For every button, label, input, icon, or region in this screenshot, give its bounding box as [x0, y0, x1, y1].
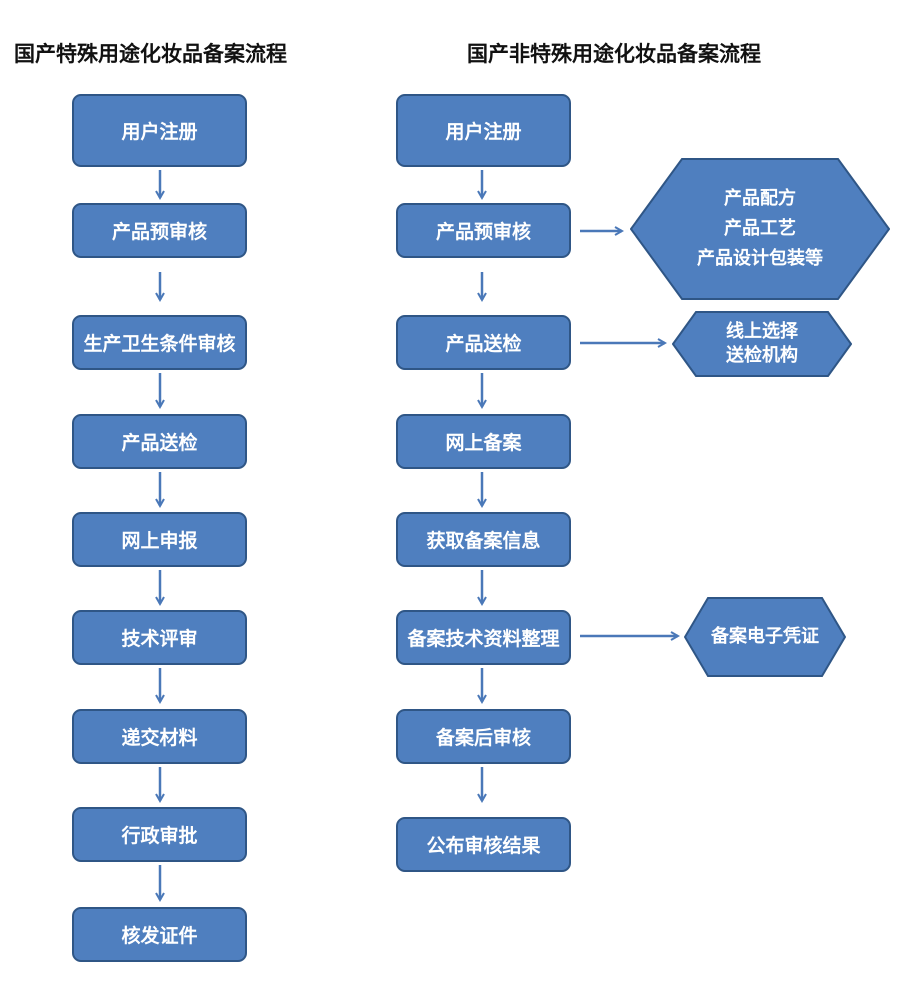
certificate-detail-label: 备案电子凭证: [711, 626, 819, 648]
precheck-detail-formula: 产品配方: [724, 188, 796, 210]
precheck-detail-process: 产品工艺: [724, 218, 796, 240]
right-step-post-filing-review: 备案后审核: [396, 709, 571, 764]
certificate-hexagon-shape: [684, 597, 846, 677]
left-step-inspection: 产品送检: [72, 414, 247, 469]
left-step-issue-certificate: 核发证件: [72, 907, 247, 962]
right-step-precheck: 产品预审核: [396, 203, 571, 258]
right-flow-title: 国产非特殊用途化妆品备案流程: [467, 42, 761, 66]
inspection-detail-online-select: 线上选择: [726, 320, 798, 342]
precheck-detail-packaging: 产品设计包装等: [697, 247, 823, 269]
left-step-submit-materials: 递交材料: [72, 709, 247, 764]
inspection-details-hexagon: 线上选择 送检机构: [672, 311, 852, 377]
right-step-inspection: 产品送检: [396, 315, 571, 370]
precheck-details-hexagon: 产品配方 产品工艺 产品设计包装等: [630, 158, 890, 300]
inspection-detail-agency: 送检机构: [726, 345, 798, 366]
right-step-organize-documents: 备案技术资料整理: [396, 610, 571, 665]
right-step-publish-results: 公布审核结果: [396, 817, 571, 872]
precheck-hexagon-shape: [630, 158, 890, 300]
left-step-administrative-approval: 行政审批: [72, 807, 247, 862]
left-step-hygiene-review: 生产卫生条件审核: [72, 315, 247, 370]
left-step-register: 用户注册: [72, 94, 247, 167]
left-step-online-application: 网上申报: [72, 512, 247, 567]
inspection-hexagon-shape: [672, 311, 852, 377]
right-step-get-filing-info: 获取备案信息: [396, 512, 571, 567]
right-step-register: 用户注册: [396, 94, 571, 167]
right-step-online-filing: 网上备案: [396, 414, 571, 469]
left-flow-title: 国产特殊用途化妆品备案流程: [14, 42, 287, 66]
certificate-hexagon: 备案电子凭证: [684, 597, 846, 677]
left-step-precheck: 产品预审核: [72, 203, 247, 258]
left-step-technical-review: 技术评审: [72, 610, 247, 665]
